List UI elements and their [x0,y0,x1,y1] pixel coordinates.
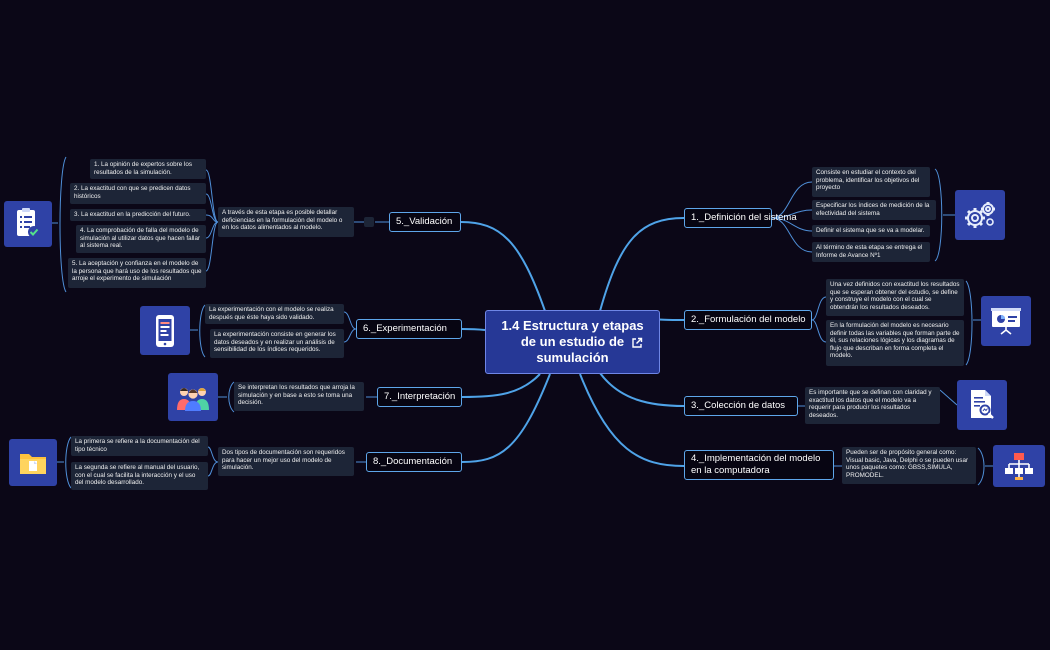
topic-implementacion-modelo[interactable]: 4._Implementación del modelo en la compu… [684,450,834,480]
note-documentacion-tecnica: La primera se refiere a la documentación… [71,436,208,456]
collapse-handle[interactable] [364,217,374,227]
note-coleccion-datos: Es importante que se definan con clarida… [805,387,940,424]
topic-documentacion[interactable]: 8._Documentación [366,452,462,472]
document-search-icon [957,380,1007,430]
note-validacion-main: A través de esta etapa es posible detall… [218,207,354,237]
topic-definicion-sistema[interactable]: 1._Definición del sistema [684,208,797,228]
note-experimentacion-analisis: La experimentación consiste en generar l… [210,329,344,358]
central-topic-title: 1.4 Estructura y etapas de un estudio de… [501,318,644,365]
note-validacion-5: 5. La aceptación y confianza en el model… [68,258,206,288]
note-definicion-indices: Especificar los índices de medición de l… [812,200,936,220]
note-implementacion-lenguajes: Pueden ser de propósito general como: Vi… [842,447,976,484]
presentation-board-icon [981,296,1031,346]
note-validacion-3: 3. La exactitud en la predicción del fut… [70,209,206,221]
topic-formulacion-modelo[interactable]: 2._Formulación del modelo [684,310,812,330]
topic-coleccion-datos[interactable]: 3._Colección de datos [684,396,798,416]
external-link-icon[interactable] [631,337,643,349]
smartphone-icon [140,306,190,355]
checklist-icon [4,201,52,247]
link-t1 [599,217,685,312]
note-validacion-2: 2. La exactitud con que se predicen dato… [70,183,206,204]
link-t8 [461,373,551,463]
note-documentacion-usuario: La segunda se refiere al manual del usua… [71,462,208,490]
central-topic[interactable]: 1.4 Estructura y etapas de un estudio de… [485,310,660,374]
topic-experimentacion[interactable]: 6._Experimentación [356,319,462,339]
note-definicion-sistema: Definir el sistema que se va a modelar. [812,225,930,237]
note-formulacion-variables: En la formulación del modelo es necesari… [826,320,964,366]
topic-validacion[interactable]: 5._Validación [389,212,461,232]
note-definicion-contexto: Consiste en estudiar el contexto del pro… [812,167,930,197]
gears-icon [955,190,1005,240]
note-interpretacion-decision: Se interpretan los resultados que arroja… [234,382,364,411]
link-t7 [461,373,541,398]
note-definicion-informe: Al término de esta etapa se entrega el I… [812,242,930,262]
link-t6 [461,328,486,331]
link-t4 [579,373,685,467]
note-experimentacion-validado: La experimentación con el modelo se real… [205,304,344,324]
topic-interpretacion[interactable]: 7._Interpretación [377,387,462,407]
note-validacion-1: 1. La opinión de expertos sobre los resu… [90,159,206,179]
note-formulacion-construccion: Una vez definidos con exactitud los resu… [826,279,964,316]
note-validacion-4: 4. La comprobación de falla del modelo d… [76,225,206,253]
flowchart-icon [993,445,1045,487]
people-group-icon [168,373,218,421]
note-documentacion-main: Dos tipos de documentación son requerido… [218,447,354,476]
link-t5 [460,221,546,312]
link-t3 [599,372,685,407]
folder-icon [9,439,57,486]
